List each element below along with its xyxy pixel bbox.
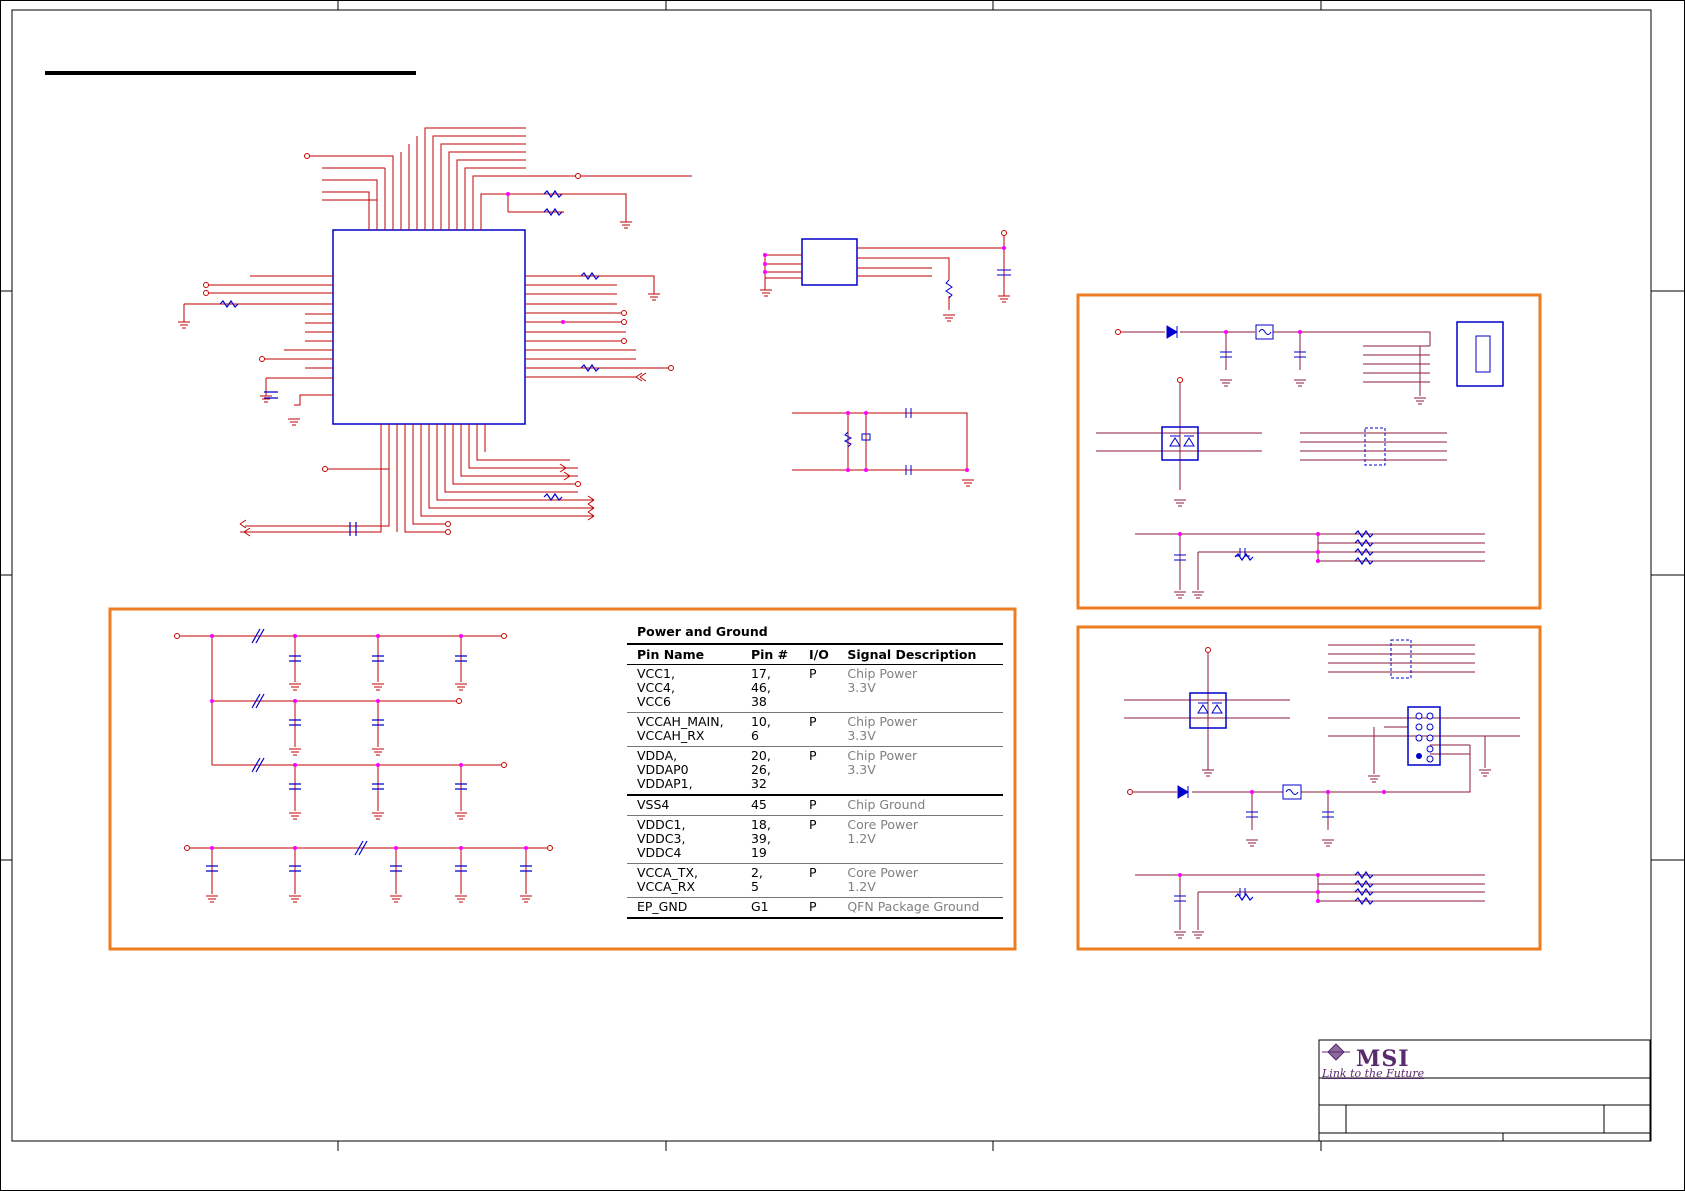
- pin-name-cell: VDDC1, VDDC3, VDDC4: [627, 815, 741, 864]
- usb-connector-box: [1076, 293, 1542, 610]
- pin-name-cell: VCCA_TX, VCCA_RX: [627, 863, 741, 898]
- io-cell: P: [798, 712, 838, 747]
- pin-name-cell: VCC1, VCC4, VCC6: [627, 664, 741, 713]
- pin-number-cell: 20, 26, 32: [740, 746, 799, 796]
- description-cell: Core Power 1.2V: [837, 863, 1003, 898]
- io-cell: P: [798, 746, 838, 796]
- main-ic-block: [178, 127, 692, 537]
- table-row: VCCAH_MAIN, VCCAH_RX 10, 6 P Chip Power …: [627, 712, 1003, 747]
- col-pin-number: Pin #: [740, 643, 799, 665]
- pin-header-box: [1076, 625, 1542, 951]
- description-cell: Chip Power 3.3V: [837, 746, 1003, 796]
- table-row: VDDA, VDDAP0 VDDAP1, 20, 26, 32 P Chip P…: [627, 746, 1003, 796]
- msi-tagline: Link to the Future: [1322, 1067, 1425, 1080]
- col-signal-description: Signal Description: [837, 643, 1003, 665]
- power-decoupling-box: [108, 607, 1017, 951]
- description-cell: Chip Power 3.3V: [837, 712, 1003, 747]
- pin-name-cell: VDDA, VDDAP0 VDDAP1,: [627, 746, 741, 796]
- col-io: I/O: [798, 643, 838, 665]
- pin-number-cell: 2, 5: [740, 863, 799, 898]
- table-row: EP_GND G1 P QFN Package Ground: [627, 897, 1003, 919]
- table-row: VDDC1, VDDC3, VDDC4 18, 39, 19 P Core Po…: [627, 815, 1003, 864]
- table-row: VCCA_TX, VCCA_RX 2, 5 P Core Power 1.2V: [627, 863, 1003, 898]
- table-row: VSS4 45 P Chip Ground: [627, 795, 1003, 816]
- description-cell: Chip Power 3.3V: [837, 664, 1003, 713]
- io-cell: P: [798, 795, 838, 816]
- pin-name-cell: VSS4: [627, 795, 741, 816]
- pin-number-cell: 10, 6: [740, 712, 799, 747]
- msi-logo: MSI: [1356, 1046, 1410, 1072]
- pin-name-cell: EP_GND: [627, 897, 741, 919]
- msi-emblem-icon: [1322, 1043, 1350, 1061]
- io-cell: P: [798, 664, 838, 713]
- table-row: VCC1, VCC4, VCC6 17, 46, 38 P Chip Power…: [627, 664, 1003, 713]
- power-ground-title: Power and Ground: [637, 624, 768, 639]
- description-cell: Chip Ground: [837, 795, 1003, 816]
- io-cell: P: [798, 897, 838, 919]
- pin-number-cell: G1: [740, 897, 799, 919]
- crystal-block: [792, 408, 974, 487]
- pin-number-cell: 18, 39, 19: [740, 815, 799, 864]
- table-header-row: Pin Name Pin # I/O Signal Description: [627, 643, 1003, 665]
- power-ground-table: Power and Ground Pin Name Pin # I/O Sign…: [627, 620, 1003, 919]
- pin-number-cell: 17, 46, 38: [740, 664, 799, 713]
- description-cell: Core Power 1.2V: [837, 815, 1003, 864]
- pin-name-cell: VCCAH_MAIN, VCCAH_RX: [627, 712, 741, 747]
- col-pin-name: Pin Name: [627, 643, 741, 665]
- io-cell: P: [798, 863, 838, 898]
- eeprom-block: [760, 230, 1011, 322]
- title-block: [1318, 1039, 1651, 1142]
- pin-number-cell: 45: [740, 795, 799, 816]
- io-cell: P: [798, 815, 838, 864]
- description-cell: QFN Package Ground: [837, 897, 1003, 919]
